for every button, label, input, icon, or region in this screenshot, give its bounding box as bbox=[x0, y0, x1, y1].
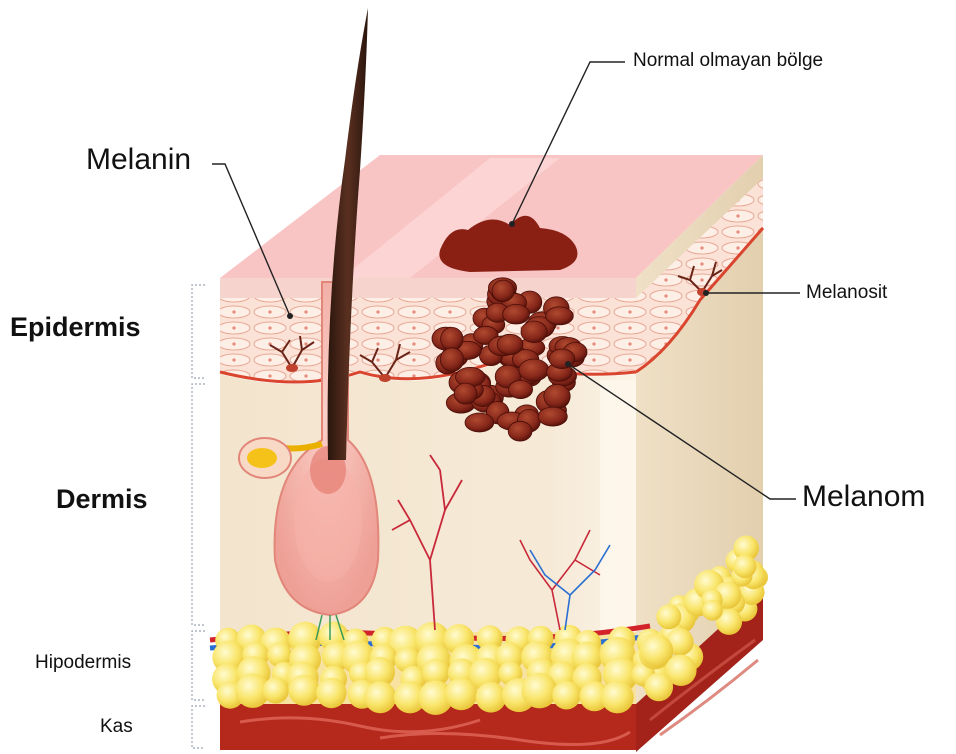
dermis-glow bbox=[600, 380, 636, 640]
fat-cell bbox=[601, 681, 634, 714]
fat-cell bbox=[476, 682, 507, 713]
fat-cell bbox=[522, 673, 558, 709]
melanoma-lobule bbox=[509, 380, 533, 398]
label-melanocyte: Melanosit bbox=[806, 282, 887, 304]
fat-cell bbox=[316, 678, 346, 708]
fat-cell bbox=[665, 655, 696, 686]
fat-cell bbox=[288, 675, 319, 706]
melanoma-lobule bbox=[508, 421, 532, 441]
melanoma-lobule bbox=[519, 359, 549, 381]
melanoma-lobule bbox=[454, 383, 477, 404]
label-muscle: Kas bbox=[100, 716, 133, 738]
melanoma-lobule bbox=[440, 348, 463, 372]
fat-cell bbox=[552, 681, 581, 710]
melanoma-lobule bbox=[441, 327, 463, 350]
melanoma-lobule bbox=[465, 413, 494, 432]
fat-cell bbox=[733, 555, 756, 578]
fat-cell bbox=[364, 681, 396, 713]
fat-cell bbox=[702, 600, 723, 621]
melanoma-lobule bbox=[497, 334, 523, 354]
melanoma-lobule bbox=[492, 280, 514, 301]
label-abnormal-area: Normal olmayan bölge bbox=[633, 50, 823, 72]
melanoma-lobule bbox=[544, 384, 570, 408]
melanoma-lobule bbox=[503, 304, 530, 324]
label-melanin: Melanin bbox=[86, 143, 191, 177]
melanoma-lobule bbox=[538, 407, 567, 426]
label-epidermis: Epidermis bbox=[10, 312, 141, 343]
label-dermis: Dermis bbox=[56, 484, 148, 515]
fat-cell bbox=[656, 604, 681, 629]
skin-surface-edge bbox=[220, 278, 636, 298]
sebaceous-oil bbox=[247, 448, 277, 468]
fat-cell bbox=[263, 677, 289, 703]
label-hypodermis: Hipodermis bbox=[35, 652, 131, 674]
melanoma-lobule bbox=[521, 321, 547, 343]
label-melanoma: Melanom bbox=[802, 480, 925, 514]
layer-brackets bbox=[192, 285, 205, 748]
melanoma-lobule bbox=[546, 307, 574, 325]
fat-cell bbox=[445, 678, 477, 710]
